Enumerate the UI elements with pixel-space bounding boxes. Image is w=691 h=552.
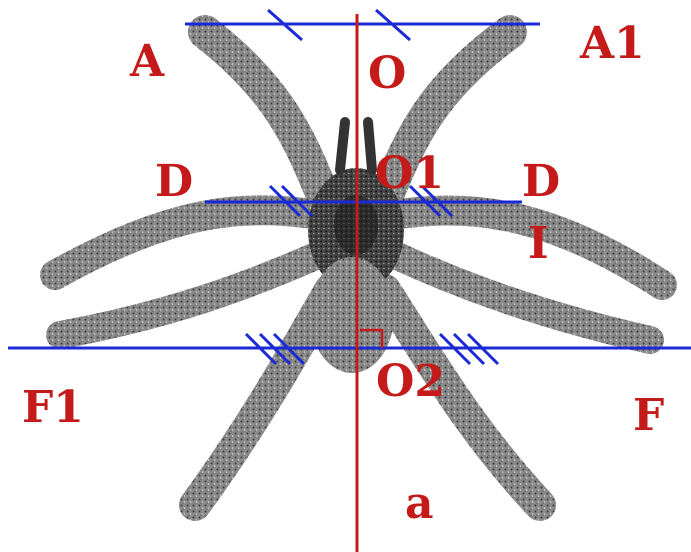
- leg-upper-left: [205, 32, 325, 200]
- label-F: F: [633, 394, 664, 438]
- label-a: a: [405, 482, 434, 526]
- label-D-left: D: [155, 160, 193, 204]
- label-O1: O1: [375, 152, 444, 196]
- leg-hind-left: [195, 290, 330, 505]
- label-A: A: [130, 40, 164, 84]
- label-F1: F1: [22, 386, 84, 430]
- label-A1: A1: [580, 22, 645, 66]
- label-O2: O2: [376, 360, 445, 404]
- label-I: I: [528, 222, 549, 266]
- label-O: O: [368, 52, 406, 96]
- label-D-right: D: [522, 160, 560, 204]
